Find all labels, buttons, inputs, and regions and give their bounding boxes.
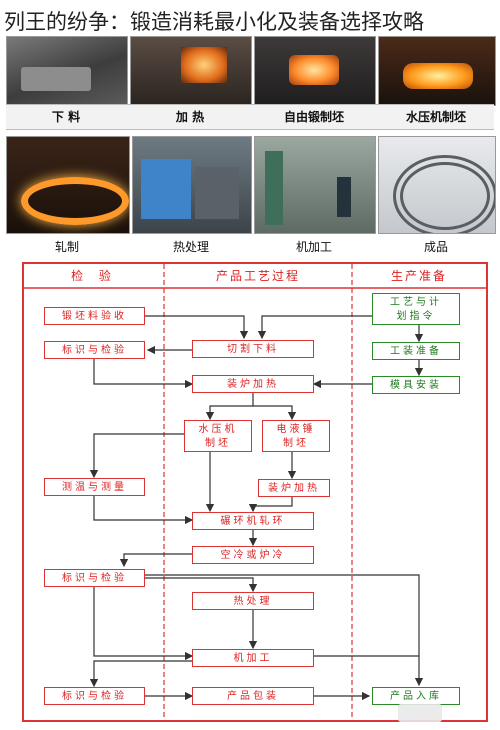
- box-packaging: 产品包装: [192, 687, 314, 705]
- machining-photo: [254, 136, 376, 234]
- stage-label-rolling: 轧制: [54, 240, 79, 254]
- box-hammer-blank: 电液锤 制坯: [262, 420, 330, 452]
- process-flowchart: 检 验 产品工艺过程 生产准备 锻坯料验收 标识与检验 测温与测量 标识与检验 …: [22, 262, 488, 722]
- stage-label-free-forging: 自由锻制坯: [283, 110, 344, 124]
- stage-label-finished: 成品: [423, 240, 448, 254]
- box-warehousing: 产品入库: [372, 687, 460, 705]
- box-mark-inspect-2: 标识与检验: [44, 569, 145, 587]
- furnace-heating-photo: [130, 36, 252, 106]
- stage-label-hydraulic-press: 水压机制坯: [405, 110, 466, 124]
- column-head-preparation: 生产准备: [390, 269, 447, 283]
- stage-label-machining: 机加工: [295, 240, 332, 254]
- row1-label-bar: [6, 104, 494, 130]
- stage-label-heat-treatment: 热处理: [172, 240, 209, 254]
- stage-label-cutting: 下 料: [51, 110, 81, 124]
- stage-label-heating: 加 热: [175, 110, 205, 124]
- finished-rings-photo: [378, 136, 496, 234]
- flowchart-lines: [24, 264, 486, 720]
- box-hydraulic-blank: 水压机 制坯: [184, 420, 252, 452]
- box-die-install: 模具安装: [372, 376, 460, 394]
- ring-rolling-photo: [6, 136, 130, 234]
- column-head-inspection: 检 验: [71, 269, 117, 283]
- free-forging-photo: [254, 36, 376, 106]
- box-furnace-heat-2: 装炉加热: [258, 479, 330, 497]
- ingots-photo: [6, 36, 128, 106]
- box-tooling: 工装准备: [372, 342, 460, 360]
- heat-treatment-photo: [132, 136, 252, 234]
- box-furnace-heat-1: 装炉加热: [192, 375, 314, 393]
- box-process-plan: 工艺与计 划指令: [372, 293, 460, 325]
- watermark-logo: [398, 704, 442, 722]
- hydraulic-press-photo: [378, 36, 496, 106]
- box-cutting: 切割下料: [192, 340, 314, 358]
- box-temp-measure: 测温与测量: [44, 478, 145, 496]
- box-mark-inspect-1: 标识与检验: [44, 341, 145, 359]
- column-head-process: 产品工艺过程: [215, 269, 300, 283]
- box-machining: 机加工: [192, 649, 314, 667]
- page-title: 列王的纷争：锻造消耗最小化及装备选择攻略: [4, 10, 424, 34]
- box-mark-inspect-3: 标识与检验: [44, 687, 145, 705]
- box-cooling: 空冷或炉冷: [192, 546, 314, 564]
- box-heat-treatment: 热处理: [192, 592, 314, 610]
- box-ring-rolling: 碾环机轧环: [192, 512, 314, 530]
- box-blank-acceptance: 锻坯料验收: [44, 307, 145, 325]
